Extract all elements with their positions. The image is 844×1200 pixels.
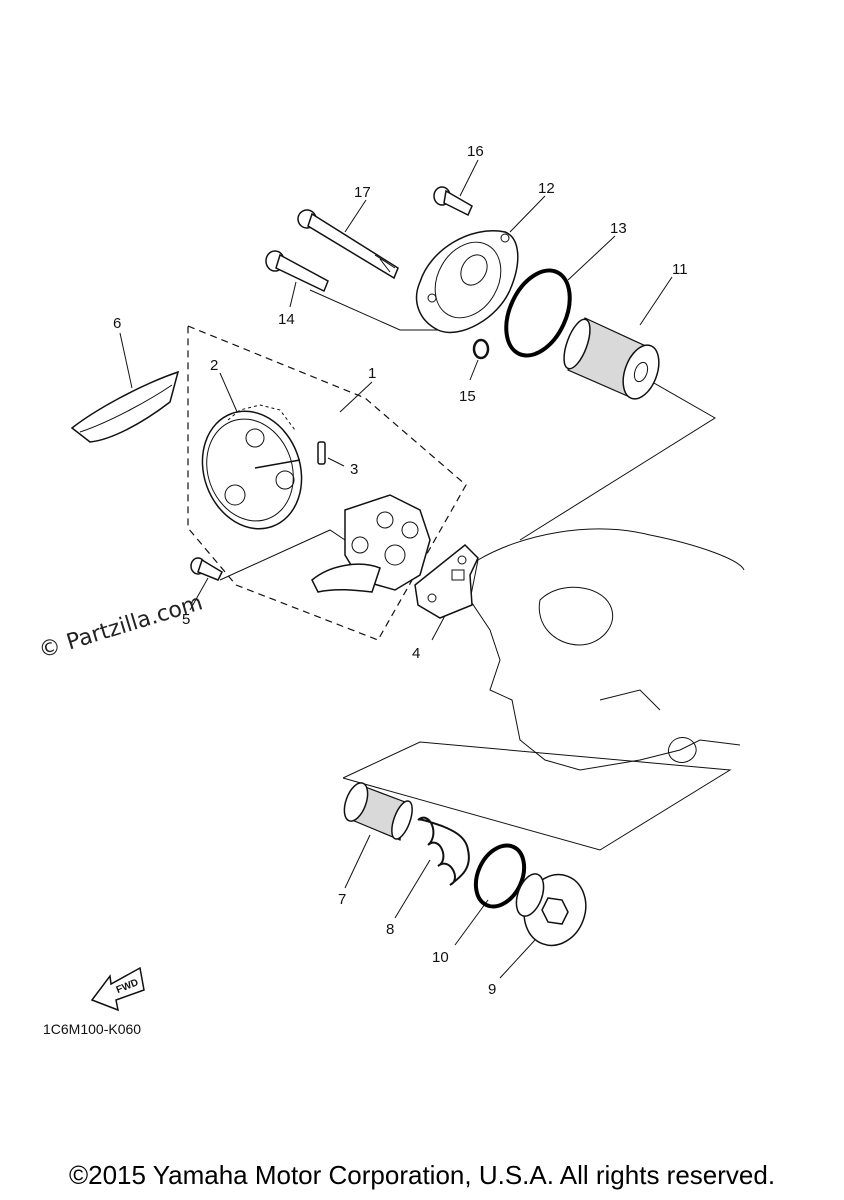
callout-1: 1 [368,365,377,382]
callout-3: 3 [350,461,359,478]
part-13-oring [504,268,572,358]
engine-case-outline [469,528,745,771]
oil-pump-body [311,494,431,593]
callout-14: 14 [278,311,295,328]
part-17-bolt [297,209,399,280]
callout-11: 11 [672,261,688,278]
callout-8: 8 [386,921,395,938]
part-11-oil-filter [563,317,660,400]
drawing-code: 1C6M100-K060 [43,1021,142,1037]
callout-5: 5 [182,611,191,628]
part-5-screw [190,557,223,581]
callout-9: 9 [488,981,497,998]
copyright-footer: ©2015 Yamaha Motor Corporation, U.S.A. A… [68,1160,776,1190]
part-12-filter-cover [415,230,519,334]
callout-12: 12 [538,180,555,197]
callout-7: 7 [338,891,347,908]
part-6-cover [70,370,180,443]
callout-4: 4 [412,645,421,662]
callout-13: 13 [610,220,627,237]
part-10-oring [473,843,527,909]
part-15-oring [472,338,490,360]
callout-2: 2 [210,357,219,374]
leader-lines [119,159,732,979]
callout-17: 17 [354,184,371,201]
fwd-arrow-icon: FWD [90,966,145,1012]
callout-15: 15 [459,388,476,405]
part-4-plate [414,543,479,619]
callout-16: 16 [467,143,484,160]
part-14-bolt [265,250,329,293]
part-3-pin [317,441,326,465]
part-8-spring [417,816,470,886]
part-2-gear [201,404,303,530]
part-16-bolt [433,186,473,217]
part-9-drain-plug [515,873,587,947]
callout-10: 10 [432,949,449,966]
part-7-strainer [343,782,413,841]
callout-6: 6 [113,315,122,332]
